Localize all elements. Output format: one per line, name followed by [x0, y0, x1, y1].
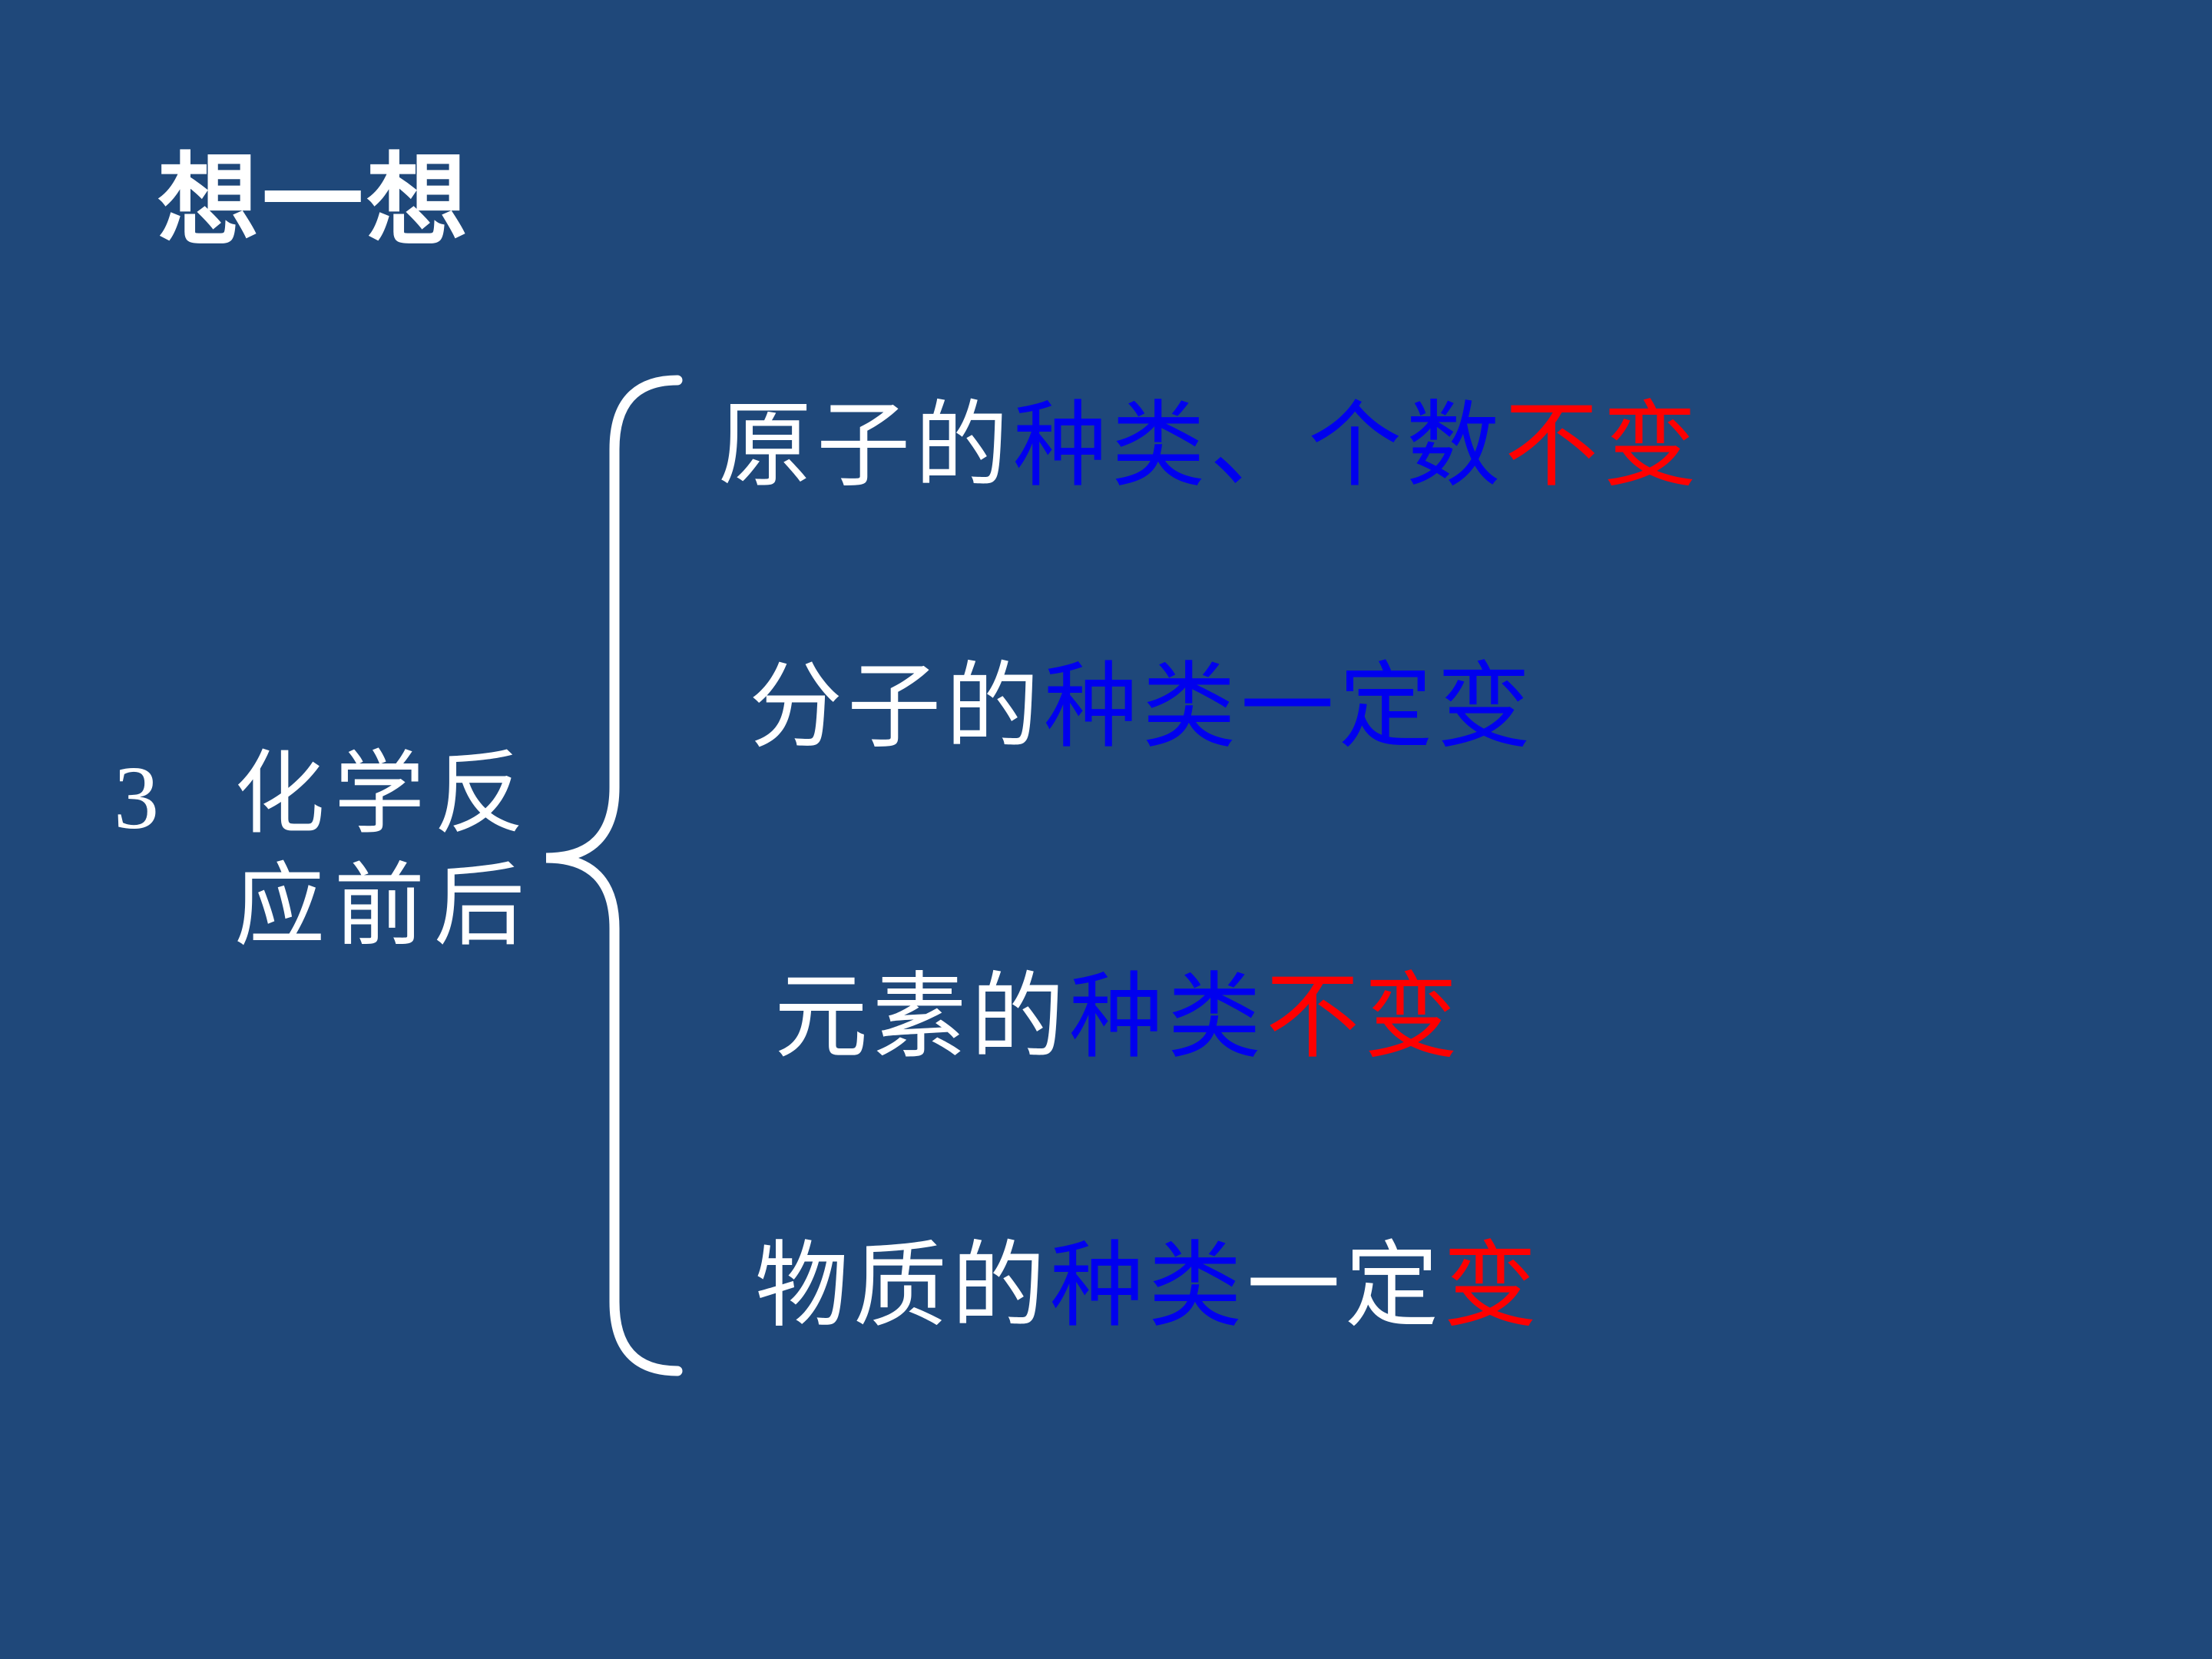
section-label: 3 化学反 应前后 — [114, 739, 534, 964]
segment: 一定 — [1247, 1235, 1443, 1339]
segment: 物质的 — [755, 1235, 1050, 1339]
segment: 原子的 — [718, 395, 1013, 498]
page-title: 想一想 — [157, 145, 471, 258]
segment: 分子的 — [749, 656, 1044, 760]
section-label-line-1: 化学反 — [234, 744, 535, 845]
segment: 元素的 — [774, 966, 1069, 1070]
segment: 变 — [1443, 1235, 1541, 1339]
section-label-line-2: 应前后 — [234, 856, 535, 958]
segment: 不变 — [1505, 395, 1701, 498]
branch-line-substances: 物质的种类一定变 — [755, 1233, 1541, 1341]
curly-brace-icon — [545, 375, 683, 1376]
segment: 种类、个数 — [1013, 395, 1505, 498]
segment: 种类一定变 — [1044, 656, 1535, 760]
branch-line-molecules: 分子的种类一定变 — [749, 654, 1535, 762]
section-text: 化学反 应前后 — [234, 739, 534, 964]
segment: 种类 — [1069, 966, 1266, 1070]
branch-line-elements: 元素的种类不变 — [774, 965, 1462, 1072]
segment: 种类 — [1050, 1235, 1247, 1339]
segment: 不变 — [1266, 966, 1462, 1070]
section-number: 3 — [114, 747, 159, 848]
branch-line-atoms: 原子的种类、个数不变 — [718, 393, 1701, 501]
